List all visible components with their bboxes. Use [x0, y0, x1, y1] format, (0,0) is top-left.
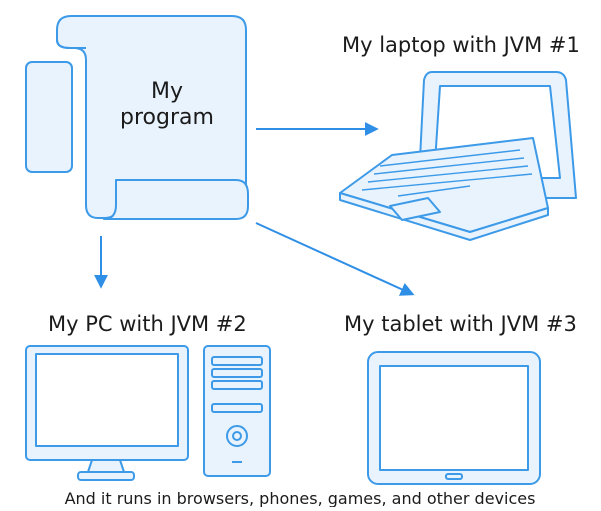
tablet-label: My tablet with JVM #3 — [344, 312, 577, 336]
program-scroll — [25, 15, 249, 220]
monitor-icon — [25, 345, 189, 481]
caption: And it runs in browsers, phones, games, … — [65, 489, 536, 507]
laptop-label: My laptop with JVM #1 — [342, 33, 580, 57]
laptop-icon — [339, 71, 577, 241]
program-title-line2: program — [120, 105, 214, 130]
arrow-to-tablet — [255, 222, 415, 296]
program-title-line1: My — [151, 79, 183, 104]
tower-icon — [203, 345, 271, 477]
tablet-icon — [367, 351, 541, 485]
pc-label: My PC with JVM #2 — [48, 312, 247, 336]
